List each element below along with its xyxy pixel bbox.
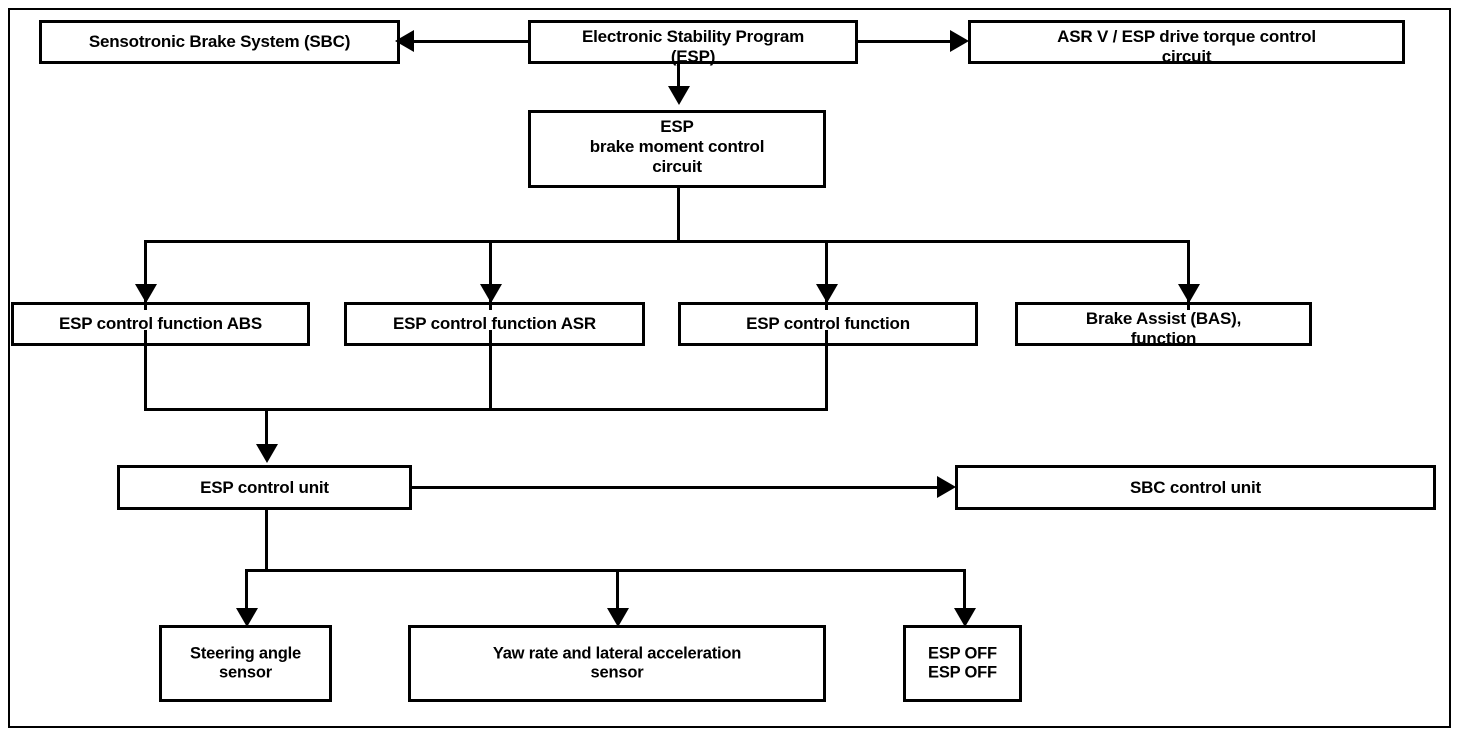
node-label-esp-control-unit: ESP control unit	[200, 477, 329, 497]
connector-esp-to-asr	[858, 40, 952, 43]
merge-from-func-asr	[489, 330, 492, 411]
arrowhead-to-esp-control-unit	[256, 444, 278, 463]
trunk-control-unit-down	[265, 508, 268, 572]
merge-from-func-abs	[144, 330, 147, 411]
branch-to-yaw-sensor	[616, 569, 619, 617]
node-electronic-stability-program[interactable]: Electronic Stability Program (ESP)	[528, 20, 858, 67]
node-label-esp-off: ESP OFF ESP OFF	[928, 644, 997, 682]
connector-esp-to-sbc	[412, 40, 530, 43]
node-label-sbc-control-unit: SBC control unit	[1130, 477, 1261, 497]
node-label-electronic-stability-program: Electronic Stability Program (ESP)	[581, 27, 805, 67]
arrowhead-to-func-asr	[480, 284, 502, 303]
node-label-esp-brake-moment-control-circuit: ESP brake moment control circuit	[589, 117, 765, 177]
arrowhead-to-asr-v	[950, 30, 969, 52]
node-steering-angle-sensor[interactable]: Steering angle sensor	[159, 625, 332, 702]
distribution-bar-functions	[144, 240, 1190, 243]
node-sbc-control-unit[interactable]: SBC control unit	[955, 465, 1436, 510]
branch-to-func-asr	[489, 240, 492, 310]
arrowhead-to-func-esp	[816, 284, 838, 303]
arrowhead-to-yaw-sensor	[607, 608, 629, 627]
branch-to-steering-sensor	[245, 569, 248, 617]
distribution-bar-sensors	[245, 569, 966, 572]
branch-to-esp-off	[963, 569, 966, 617]
node-label-yaw-rate-lateral-acceleration-sensor: Yaw rate and lateral acceleration sensor	[492, 644, 742, 682]
arrowhead-to-brake-assist	[1178, 284, 1200, 303]
branch-to-func-abs	[144, 240, 147, 310]
branch-to-func-esp	[825, 240, 828, 310]
node-esp-control-function[interactable]: ESP control function	[678, 302, 978, 346]
node-esp-control-unit[interactable]: ESP control unit	[117, 465, 412, 510]
node-label-esp-control-function: ESP control function	[746, 313, 910, 333]
node-esp-brake-moment-control-circuit[interactable]: ESP brake moment control circuit	[528, 110, 826, 188]
node-label-steering-angle-sensor: Steering angle sensor	[190, 644, 301, 682]
node-asr-v-drive-torque-control[interactable]: ASR V / ESP drive torque control circuit	[968, 20, 1405, 67]
node-brake-assist-bas-function[interactable]: Brake Assist (BAS), function	[1015, 302, 1312, 349]
merge-from-func-esp	[825, 330, 828, 411]
diagram-outer-border	[8, 8, 1451, 728]
connector-merge-to-control-unit	[265, 408, 268, 450]
connector-control-unit-to-sbc-unit	[412, 486, 939, 489]
arrowhead-to-sbc-control-unit	[937, 476, 956, 498]
connector-esp-to-brake-moment	[677, 62, 680, 92]
arrowhead-to-esp-off	[954, 608, 976, 627]
branch-to-brake-assist	[1187, 240, 1190, 310]
node-label-esp-control-function-asr: ESP control function ASR	[393, 313, 596, 333]
node-label-asr-v-drive-torque-control: ASR V / ESP drive torque control circuit	[1057, 27, 1316, 67]
node-label-esp-control-function-abs: ESP control function ABS	[59, 313, 262, 333]
arrowhead-to-func-abs	[135, 284, 157, 303]
node-esp-control-function-asr[interactable]: ESP control function ASR	[344, 302, 645, 346]
arrowhead-to-steering-sensor	[236, 608, 258, 627]
node-esp-control-function-abs[interactable]: ESP control function ABS	[11, 302, 310, 346]
node-label-sensotronic-brake-system: Sensotronic Brake System (SBC)	[88, 31, 351, 51]
node-esp-off[interactable]: ESP OFF ESP OFF	[903, 625, 1022, 702]
node-sensotronic-brake-system[interactable]: Sensotronic Brake System (SBC)	[39, 20, 400, 64]
node-label-brake-assist-bas-function: Brake Assist (BAS), function	[1085, 309, 1242, 349]
trunk-brake-moment-down	[677, 188, 680, 243]
node-yaw-rate-lateral-acceleration-sensor[interactable]: Yaw rate and lateral acceleration sensor	[408, 625, 826, 702]
arrowhead-to-brake-moment	[668, 86, 690, 105]
merge-bar-to-control-unit	[144, 408, 828, 411]
